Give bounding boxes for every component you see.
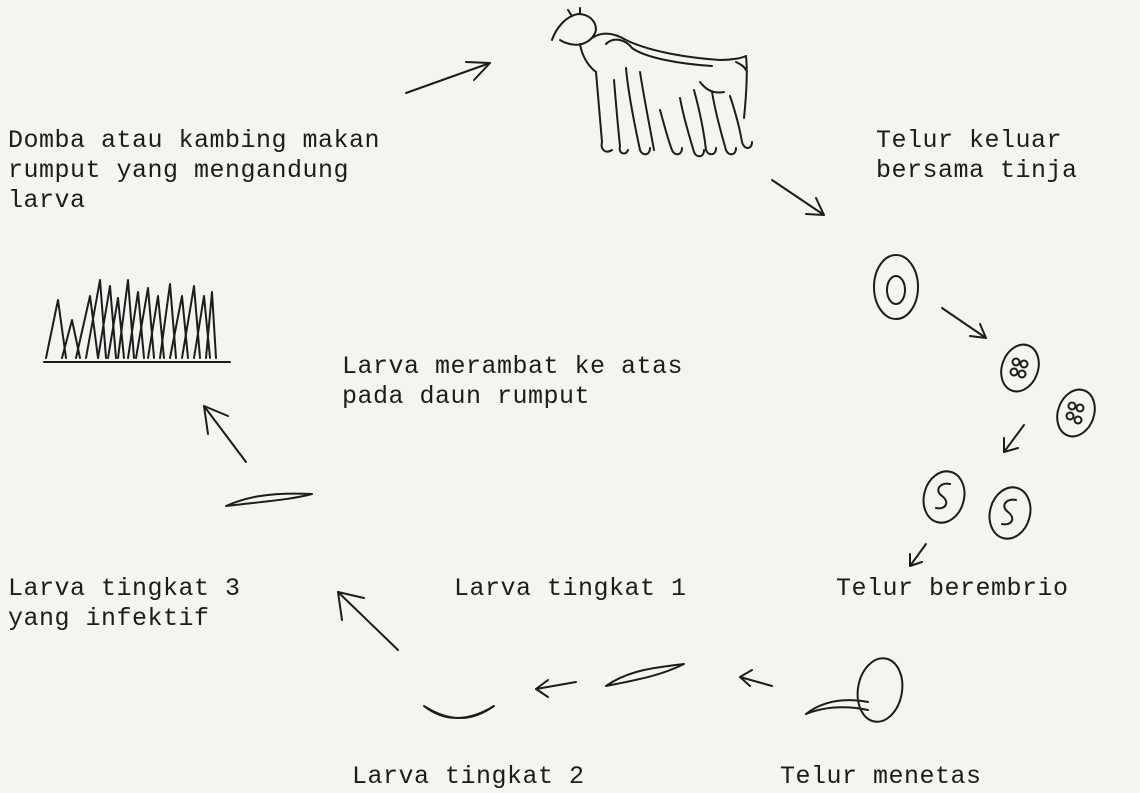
arrow-icon: [338, 592, 398, 650]
embryonated-egg-icon: [984, 483, 1036, 544]
label-eggs-out: Telur keluar bersama tinja: [876, 126, 1078, 186]
arrow-icon: [910, 544, 926, 566]
embryonated-egg-icon: [918, 467, 970, 528]
label-egg-hatches: Telur menetas: [780, 762, 982, 792]
hatching-egg-icon: [806, 655, 907, 726]
arrow-icon: [536, 680, 576, 697]
arrow-icon: [204, 406, 246, 462]
dividing-egg-icon: [995, 339, 1045, 396]
goat-illustration: [552, 8, 752, 156]
label-larva-stage3: Larva tingkat 3 yang infektif: [8, 574, 241, 634]
label-host-eats: Domba atau kambing makan rumput yang men…: [8, 126, 380, 216]
larva-stage2-icon: [424, 706, 494, 718]
label-larva-stage2: Larva tingkat 2: [352, 762, 585, 792]
grass-illustration: [44, 280, 230, 362]
label-larva-climbs: Larva merambat ke atas pada daun rumput: [342, 352, 683, 412]
arrow-icon: [406, 62, 490, 93]
egg-in-feces-icon: [874, 255, 918, 319]
arrow-icon: [772, 180, 824, 215]
label-larva-stage1: Larva tingkat 1: [454, 574, 687, 604]
dividing-egg-icon: [1051, 384, 1101, 441]
larva-stage3-icon: [226, 494, 312, 506]
arrow-icon: [942, 308, 986, 338]
larva-stage1-icon: [606, 664, 684, 686]
label-embryonated-egg: Telur berembrio: [836, 574, 1069, 604]
arrow-icon: [740, 670, 772, 686]
arrow-icon: [1004, 425, 1024, 452]
